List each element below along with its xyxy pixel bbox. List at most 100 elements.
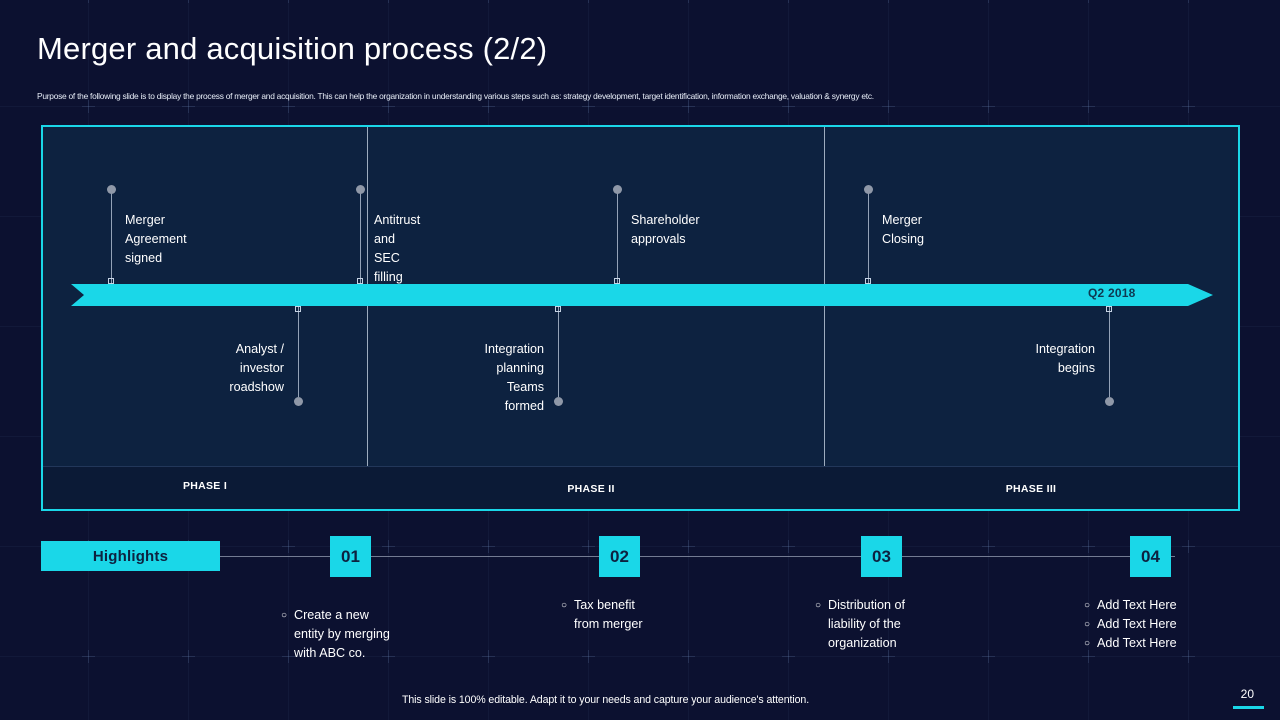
milestone-dot bbox=[1105, 397, 1114, 406]
milestone-label: Analyst / investor roadshow bbox=[229, 342, 284, 394]
footer-note: This slide is 100% editable. Adapt it to… bbox=[402, 694, 810, 706]
cross-marker bbox=[482, 0, 495, 3]
milestone-label: Integration planning Teams formed bbox=[484, 342, 544, 413]
bullet-icon: ○ bbox=[1084, 619, 1091, 630]
milestone-square bbox=[1106, 306, 1112, 312]
cross-marker bbox=[882, 0, 895, 3]
milestone-square bbox=[865, 278, 871, 284]
highlight-badge-03[interactable]: 03 bbox=[861, 536, 902, 577]
milestone-line bbox=[558, 306, 559, 397]
list-item: ○ Add Text Here bbox=[1084, 615, 1177, 634]
cross-marker bbox=[282, 0, 295, 3]
cross-marker bbox=[1082, 100, 1095, 113]
milestone-line bbox=[298, 306, 299, 397]
cross-marker bbox=[782, 0, 795, 3]
cross-marker bbox=[182, 0, 195, 3]
cross-marker bbox=[1182, 540, 1195, 553]
highlights-box: Highlights bbox=[41, 541, 220, 571]
list-item-label: Create a new entity by merging with ABC … bbox=[294, 608, 390, 660]
cross-marker bbox=[82, 650, 95, 663]
milestone-line bbox=[868, 189, 869, 284]
highlight-badge-02[interactable]: 02 bbox=[599, 536, 640, 577]
cross-marker bbox=[982, 100, 995, 113]
milestone-label: Shareholder approvals bbox=[631, 213, 700, 246]
cross-marker bbox=[182, 650, 195, 663]
list-item-label: Add Text Here bbox=[1097, 617, 1177, 631]
cross-marker bbox=[582, 650, 595, 663]
cross-marker bbox=[1082, 0, 1095, 3]
page-subtitle: Purpose of the following slide is to dis… bbox=[37, 91, 874, 101]
cross-marker bbox=[582, 0, 595, 3]
cross-marker bbox=[982, 540, 995, 553]
cross-marker bbox=[582, 540, 595, 553]
list-item-label: Add Text Here bbox=[1097, 598, 1177, 612]
page-title: Merger and acquisition process (2/2) bbox=[37, 31, 548, 66]
list-item: ○ Create a new entity by merging with ABC… bbox=[281, 606, 390, 663]
milestone-square bbox=[295, 306, 301, 312]
cross-marker bbox=[982, 0, 995, 3]
milestone-line bbox=[360, 189, 361, 284]
milestone-label: Antitrust and SEC filling bbox=[374, 213, 421, 284]
highlight-list-03: ○ Distribution of liability of the organi… bbox=[815, 596, 905, 653]
milestone-label: Merger Agreement signed bbox=[125, 213, 187, 265]
milestone-label: Merger Closing bbox=[882, 213, 924, 246]
highlight-list-01: ○ Create a new entity by merging with ABC… bbox=[281, 606, 390, 663]
highlights-label: Highlights bbox=[92, 547, 169, 565]
highlight-badge-01[interactable]: 01 bbox=[330, 536, 371, 577]
list-item-label: Distribution of liability of the organiz… bbox=[828, 598, 905, 650]
highlights-connector-line bbox=[215, 556, 1175, 557]
cross-marker bbox=[782, 540, 795, 553]
bullet-icon: ○ bbox=[815, 600, 822, 611]
list-item-label: Add Text Here bbox=[1097, 636, 1177, 650]
phase-divider bbox=[824, 127, 825, 509]
timeline-panel: PHASE I PHASE II PHASE III Q2 2018 Merger … bbox=[41, 125, 1240, 511]
page-number-rule bbox=[1233, 706, 1264, 709]
cross-marker bbox=[982, 650, 995, 663]
highlight-list-02: ○Tax benefit from merger bbox=[561, 596, 643, 634]
cross-marker bbox=[1182, 650, 1195, 663]
timeline-year-label: Q2 2018 bbox=[1088, 286, 1136, 300]
cross-marker bbox=[682, 0, 695, 3]
bullet-icon: ○ bbox=[1084, 600, 1091, 611]
milestone-line bbox=[111, 189, 112, 284]
milestone-dot bbox=[613, 185, 622, 194]
cross-marker bbox=[782, 650, 795, 663]
cross-marker bbox=[382, 540, 395, 553]
cross-marker bbox=[682, 650, 695, 663]
page-number: 20 bbox=[1240, 687, 1254, 701]
list-item: ○ Distribution of liability of the organi… bbox=[815, 596, 905, 653]
cross-marker bbox=[882, 100, 895, 113]
milestone-square bbox=[357, 278, 363, 284]
bullet-icon: ○ bbox=[561, 600, 568, 611]
milestone-square bbox=[614, 278, 620, 284]
cross-marker bbox=[82, 0, 95, 3]
bullet-icon: ○ bbox=[281, 610, 288, 621]
milestone-dot bbox=[294, 397, 303, 406]
highlight-list-04: ○ Add Text Here ○ Add Text Here ○ Add Text He… bbox=[1084, 596, 1177, 653]
milestone-dot bbox=[864, 185, 873, 194]
list-item: ○ Add Text Here bbox=[1084, 596, 1177, 615]
cross-marker bbox=[1182, 0, 1195, 3]
milestone-line bbox=[617, 189, 618, 284]
cross-marker bbox=[482, 650, 495, 663]
milestone-square bbox=[555, 306, 561, 312]
cross-marker bbox=[482, 540, 495, 553]
phase-band bbox=[43, 466, 1238, 509]
cross-marker bbox=[382, 0, 395, 3]
milestone-line bbox=[1109, 306, 1110, 397]
cross-marker bbox=[1082, 540, 1095, 553]
phase-divider bbox=[367, 127, 368, 509]
timeline-arrow bbox=[71, 284, 1213, 306]
highlight-badge-04[interactable]: 04 bbox=[1130, 536, 1171, 577]
bullet-icon: ○ bbox=[1084, 638, 1091, 649]
phase-label: PHASE I bbox=[182, 480, 228, 492]
cross-marker bbox=[682, 540, 695, 553]
milestone-label: Integration begins bbox=[1035, 342, 1095, 375]
milestone-dot bbox=[107, 185, 116, 194]
list-item: ○Tax benefit from merger bbox=[561, 596, 643, 634]
milestone-dot bbox=[554, 397, 563, 406]
cross-marker bbox=[1182, 100, 1195, 113]
phase-label: PHASE II bbox=[567, 483, 615, 495]
phase-label: PHASE III bbox=[1005, 483, 1057, 495]
cross-marker bbox=[282, 540, 295, 553]
